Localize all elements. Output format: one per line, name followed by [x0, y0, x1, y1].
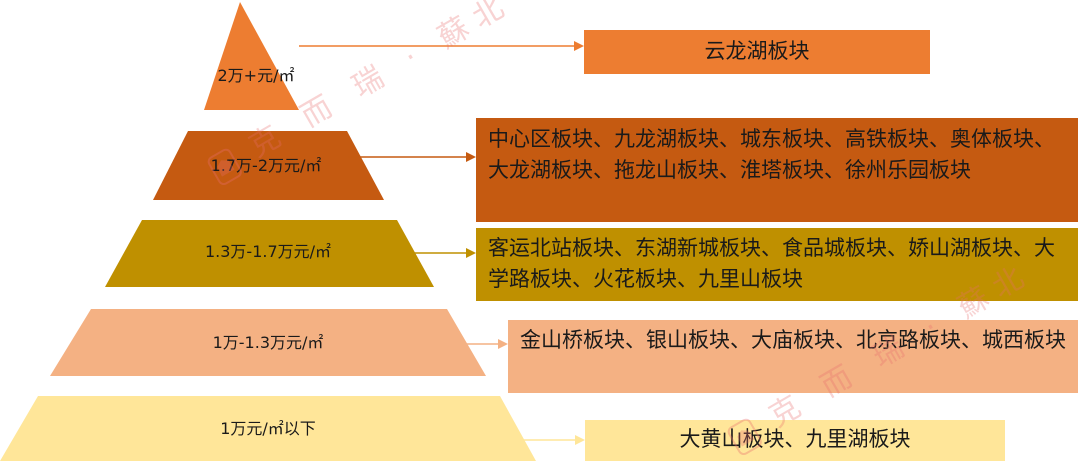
tier-1-price: 2万+元/㎡: [218, 66, 295, 85]
areas-box-tier-2: 中心区板块、九龙湖板块、城东板块、高铁板块、奥体板块、大龙湖板块、拖龙山板块、淮…: [476, 118, 1078, 222]
pyramid-tier-1: [204, 2, 299, 110]
areas-box-tier-1: 云龙湖板块: [584, 30, 930, 74]
connector-arrow-5: [500, 435, 585, 445]
pyramid-tier-3: [105, 220, 434, 287]
tier-3-price: 1.3万-1.7万元/㎡: [205, 242, 331, 261]
pyramid-tier-5: [0, 396, 536, 461]
pyramid-tier-2: [153, 131, 384, 200]
pyramid-tier-4: [50, 309, 486, 376]
areas-box-tier-4: 金山桥板块、银山板块、大庙板块、北京路板块、城西板块: [508, 320, 1078, 393]
connector-arrow-3: [397, 248, 476, 258]
connector-arrow-4: [460, 339, 508, 349]
areas-box-tier-5: 大黄山板块、九里湖板块: [585, 420, 1005, 461]
areas-box-tier-3: 客运北站板块、东湖新城板块、食品城板块、娇山湖板块、大学路板块、火花板块、九里山…: [476, 228, 1078, 301]
connector-arrow-1: [299, 41, 584, 51]
tier-2-price: 1.7万-2万元/㎡: [211, 156, 322, 175]
tier-4-price: 1万-1.3万元/㎡: [213, 333, 324, 352]
connector-arrow-2: [348, 152, 476, 162]
tier-5-price: 1万元/㎡以下: [220, 419, 316, 438]
